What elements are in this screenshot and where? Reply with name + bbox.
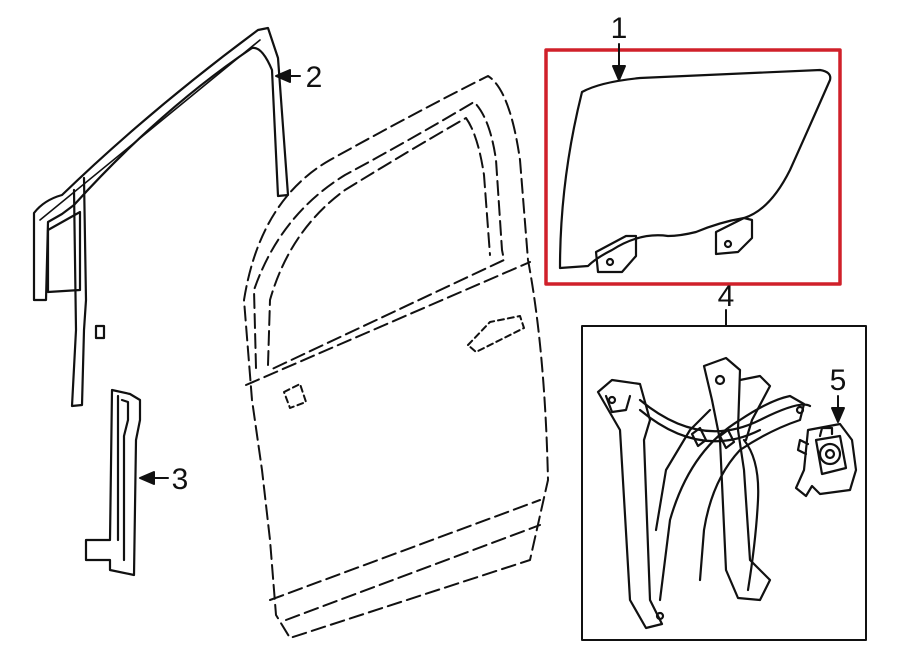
door-shell — [243, 75, 549, 639]
callout-1[interactable]: 1 — [611, 12, 628, 45]
arrowhead-2 — [275, 69, 291, 83]
callout-leaders — [139, 43, 845, 485]
glass-run-channel[interactable] — [32, 26, 290, 408]
rear-channel-guide[interactable] — [84, 388, 142, 577]
regulator-motor[interactable] — [794, 422, 858, 498]
callout-5[interactable]: 5 — [830, 364, 847, 397]
window-regulator[interactable] — [596, 356, 812, 630]
door-handle-outline — [283, 315, 525, 409]
arrowhead-3 — [139, 471, 155, 485]
regulator-box — [581, 325, 867, 641]
callout-3[interactable]: 3 — [172, 463, 189, 496]
highlight-box — [544, 48, 842, 286]
door-glass[interactable] — [558, 68, 832, 274]
callout-labels: 1 2 3 4 5 — [172, 12, 847, 496]
arrowhead-5 — [831, 407, 845, 423]
callout-2[interactable]: 2 — [306, 61, 323, 94]
callout-4[interactable]: 4 — [718, 280, 735, 313]
arrowhead-1 — [612, 65, 626, 81]
